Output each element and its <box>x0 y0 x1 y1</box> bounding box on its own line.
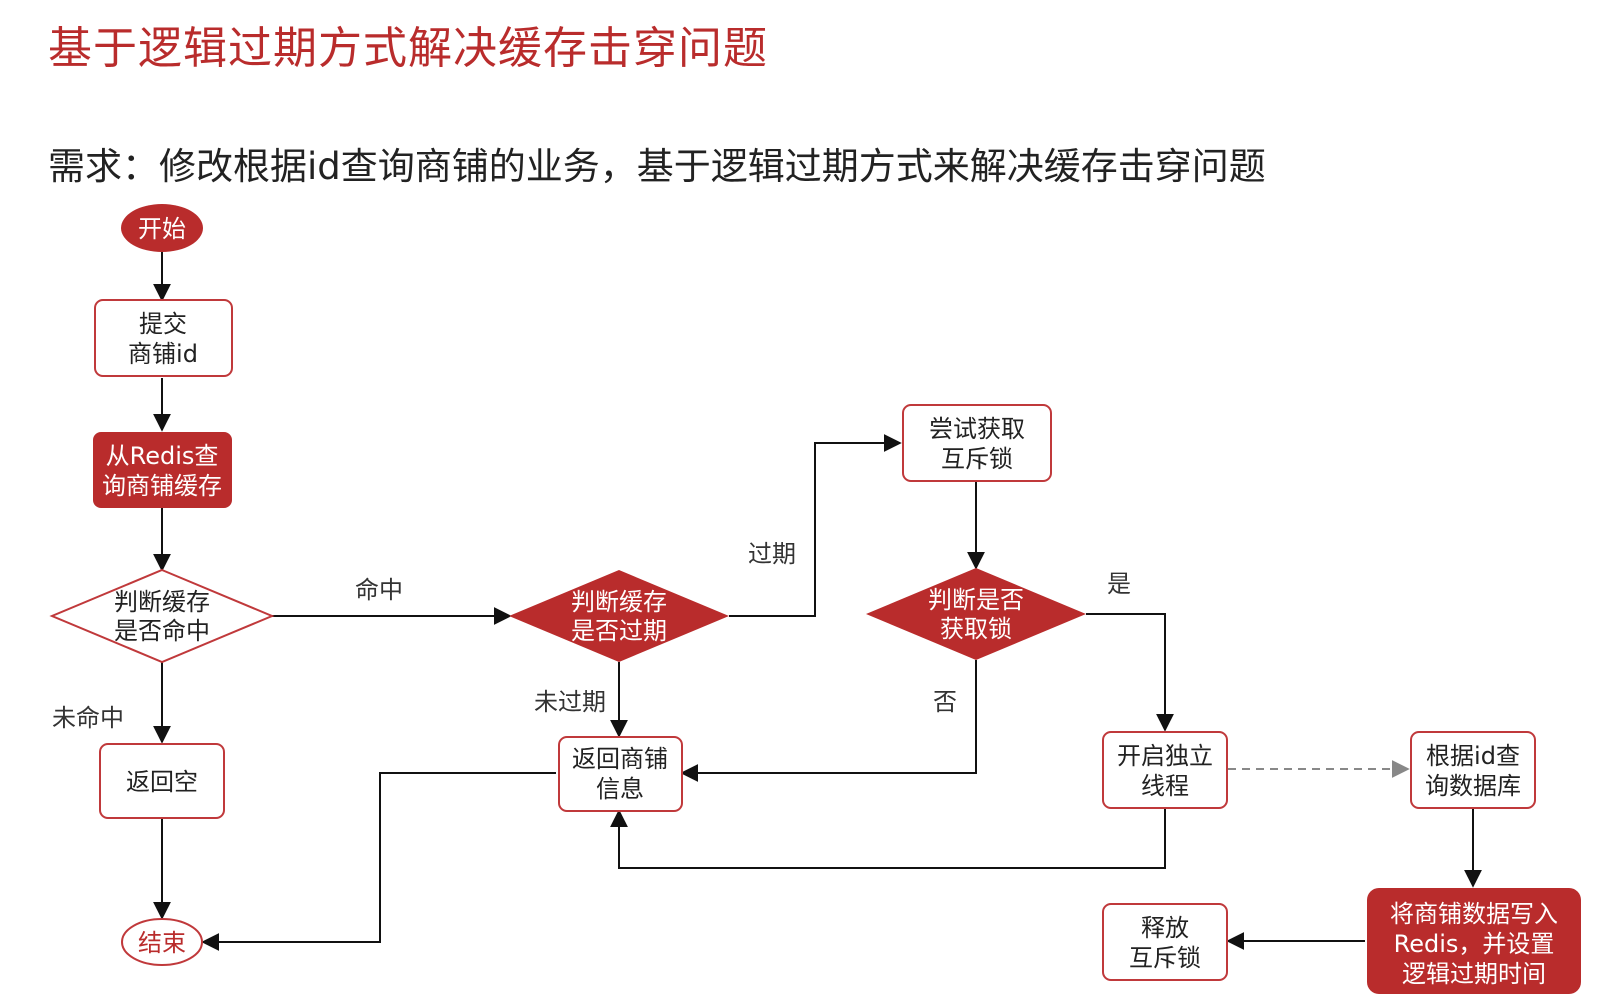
edge-checkexpired-trylock <box>729 434 902 617</box>
page-subtitle: 需求：修改根据id查询商铺的业务，基于逻辑过期方式来解决缓存击穿问题 <box>48 145 1266 188</box>
node-return-shop-line2: 信息 <box>596 775 644 803</box>
node-submit-line1: 提交 <box>139 310 187 338</box>
edge-label-hit: 命中 <box>355 576 403 604</box>
node-submit: 提交 商铺id <box>94 299 233 377</box>
node-check-hit-line1: 判断缓存 <box>114 588 210 616</box>
node-write-redis-line3: 逻辑过期时间 <box>1402 960 1546 988</box>
node-return-empty-label: 返回空 <box>126 768 198 796</box>
node-start-label: 开始 <box>138 215 186 243</box>
node-try-lock-line1: 尝试获取 <box>929 415 1025 443</box>
edge-newthread-returnshop <box>610 808 1166 869</box>
node-end: 结束 <box>121 918 203 966</box>
node-new-thread-line1: 开启独立 <box>1117 742 1213 770</box>
node-query-redis-line2: 询商铺缓存 <box>102 472 222 500</box>
node-query-db-line1: 根据id查 <box>1426 742 1520 770</box>
edge-label-expired: 过期 <box>748 540 796 568</box>
node-query-redis-line1: 从Redis查 <box>106 442 219 470</box>
node-new-thread-line2: 线程 <box>1141 772 1189 800</box>
node-check-expired-line1: 判断缓存 <box>571 588 667 616</box>
node-check-expired: 判断缓存 是否过期 <box>509 570 729 662</box>
edge-returnshop-end <box>201 772 556 951</box>
node-end-label: 结束 <box>138 929 186 957</box>
node-query-db-line2: 询数据库 <box>1425 772 1521 800</box>
node-try-lock: 尝试获取 互斥锁 <box>902 404 1052 482</box>
node-release-lock: 释放 互斥锁 <box>1102 903 1228 981</box>
node-write-redis: 将商铺数据写入 Redis，并设置 逻辑过期时间 <box>1367 888 1581 994</box>
node-check-hit-line2: 是否命中 <box>114 617 210 645</box>
edge-checklock-returnshop <box>680 660 977 782</box>
page-title: 基于逻辑过期方式解决缓存击穿问题 <box>48 23 768 74</box>
node-check-lock-line1: 判断是否 <box>928 586 1024 614</box>
node-start: 开始 <box>121 204 203 252</box>
node-return-shop-line1: 返回商铺 <box>572 745 668 773</box>
edge-label-no: 否 <box>933 688 957 716</box>
node-check-lock: 判断是否 获取锁 <box>866 568 1086 660</box>
node-release-lock-line1: 释放 <box>1141 914 1189 942</box>
node-write-redis-line1: 将商铺数据写入 <box>1390 900 1558 928</box>
node-check-hit: 判断缓存 是否命中 <box>49 568 275 664</box>
node-new-thread: 开启独立 线程 <box>1102 731 1228 809</box>
node-query-db: 根据id查 询数据库 <box>1410 731 1536 809</box>
node-query-redis: 从Redis查 询商铺缓存 <box>93 432 232 508</box>
edge-label-yes: 是 <box>1107 570 1131 598</box>
edge-label-not-expired: 未过期 <box>534 688 606 716</box>
node-return-empty: 返回空 <box>99 743 225 819</box>
node-check-expired-line2: 是否过期 <box>571 617 667 645</box>
edges <box>153 252 1482 951</box>
node-try-lock-line2: 互斥锁 <box>941 445 1013 473</box>
edge-checklock-newthread <box>1086 613 1174 732</box>
node-return-shop: 返回商铺 信息 <box>558 736 683 812</box>
node-submit-line2: 商铺id <box>128 340 198 368</box>
node-write-redis-line2: Redis，并设置 <box>1394 930 1555 958</box>
edge-label-miss: 未命中 <box>52 704 124 732</box>
node-release-lock-line2: 互斥锁 <box>1129 944 1201 972</box>
node-check-lock-line2: 获取锁 <box>940 615 1012 643</box>
